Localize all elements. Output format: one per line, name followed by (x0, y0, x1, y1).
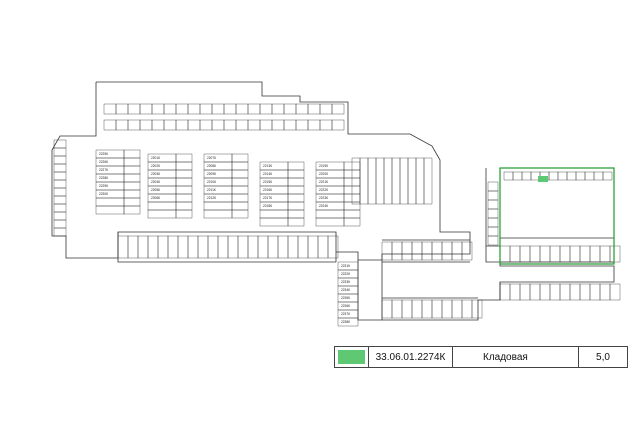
room-label: 2218К (263, 204, 272, 208)
legend-area: 5,0 (596, 351, 610, 363)
room-label: 2213К (263, 164, 272, 168)
highlighted-storage-unit (538, 176, 548, 182)
room-label: 2233К (341, 280, 350, 284)
room-label: 2225К (99, 152, 108, 156)
room-label: 2234К (341, 288, 350, 292)
room-label: 2236К (341, 304, 350, 308)
legend-code: 33.06.01.2274К (369, 347, 453, 367)
room-label: 2217К (263, 196, 272, 200)
legend-color-swatch (338, 350, 365, 364)
room-label: 2204К (151, 180, 160, 184)
room-label: 2228К (99, 176, 108, 180)
room-label: 2230К (99, 192, 108, 196)
room-label: 2221К (319, 180, 328, 184)
room-labels: 2201К 2202К 2203К 2204К 2205К 2206К 2207К 2208К… (99, 152, 350, 324)
floor-plan: 2201К 2202К 2203К 2204К 2205К 2206К 2207К 2208К… (51, 81, 621, 327)
room-label: 2203К (151, 172, 160, 176)
room-grid (53, 103, 621, 327)
room-label: 2201К (151, 156, 160, 160)
room-label: 2210К (207, 180, 216, 184)
room-label: 2207К (207, 156, 216, 160)
room-label: 2202К (151, 164, 160, 168)
room-label: 2205К (151, 188, 160, 192)
highlight-frame (499, 167, 615, 265)
room-label: 2216К (263, 188, 272, 192)
room-label: 2215К (263, 180, 272, 184)
legend-table: 33.06.01.2274К Кладовая 5,0 (334, 346, 628, 368)
room-label: 2206К (151, 196, 160, 200)
room-label: 2211К (207, 188, 216, 192)
legend-type: Кладовая (453, 347, 579, 367)
room-label: 2238К (341, 320, 350, 324)
room-label: 2208К (207, 164, 216, 168)
room-label: 2237К (341, 312, 350, 316)
room-label: 2224К (319, 204, 328, 208)
room-label: 2227К (99, 168, 108, 172)
room-label: 2223К (319, 196, 328, 200)
room-label: 2226К (99, 160, 108, 164)
room-label: 2222К (319, 188, 328, 192)
room-label: 2232К (341, 272, 350, 276)
room-label: 2219К (319, 164, 328, 168)
legend-color-cell (335, 347, 369, 367)
room-label: 2231К (341, 264, 350, 268)
room-label: 2214К (263, 172, 272, 176)
room-label: 2209К (207, 172, 216, 176)
room-label: 2212К (207, 196, 216, 200)
plan-outline (51, 81, 615, 321)
room-label: 2235К (341, 296, 350, 300)
room-label: 2220К (319, 172, 328, 176)
room-label: 2229К (99, 184, 108, 188)
